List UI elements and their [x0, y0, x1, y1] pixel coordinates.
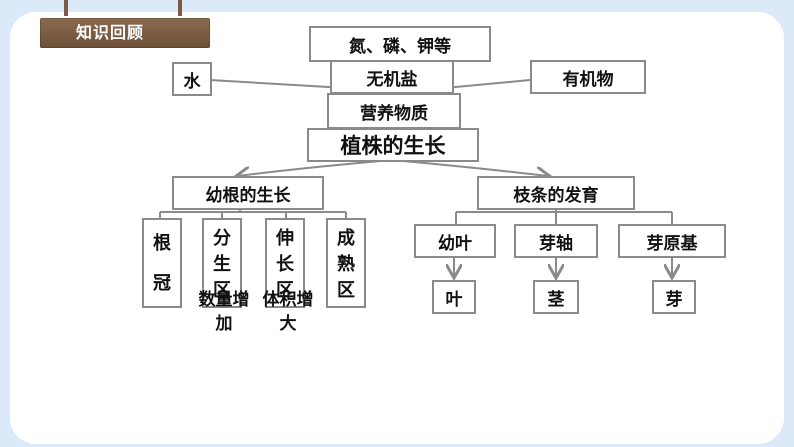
node-stem: 茎 — [533, 280, 579, 314]
node-organic-matter: 有机物 — [530, 60, 646, 94]
organic-to-nutrients-line — [444, 79, 531, 89]
node-bud-primordium: 芽原基 — [618, 224, 726, 258]
node-bud: 芽 — [652, 280, 696, 314]
note-quantity-increase: 数量增加 — [198, 290, 250, 334]
section-badge-label: 知识回顾 — [75, 23, 144, 42]
node-root-growth: 幼根的生长 — [172, 176, 324, 210]
node-water: 水 — [172, 62, 212, 96]
sign-post-right — [178, 0, 182, 16]
node-plant-growth: 植株的生长 — [307, 128, 479, 162]
node-elongation: 伸长区 — [265, 218, 305, 308]
note-volume-increase: 体积增大 — [262, 290, 314, 334]
growth-to-branch-arrow — [391, 159, 548, 176]
section-badge — [40, 18, 210, 48]
node-branch-development: 枝条的发育 — [477, 176, 635, 210]
sign-post-left — [64, 0, 68, 16]
node-root-cap: 根冠 — [142, 218, 182, 308]
node-meristem: 分生区 — [202, 218, 242, 308]
water-to-nutrients-line — [209, 79, 346, 89]
growth-to-root-arrow — [238, 159, 393, 176]
node-leaf: 叶 — [432, 280, 476, 314]
node-nitrogen: 氮、磷、钾等 — [309, 26, 491, 62]
node-maturation: 成熟区 — [326, 218, 366, 308]
node-bud-axis: 芽轴 — [514, 224, 598, 258]
node-inorganic-salt: 无机盐 — [330, 60, 454, 94]
node-young-leaf: 幼叶 — [414, 224, 496, 258]
node-nutrients: 营养物质 — [327, 93, 461, 129]
